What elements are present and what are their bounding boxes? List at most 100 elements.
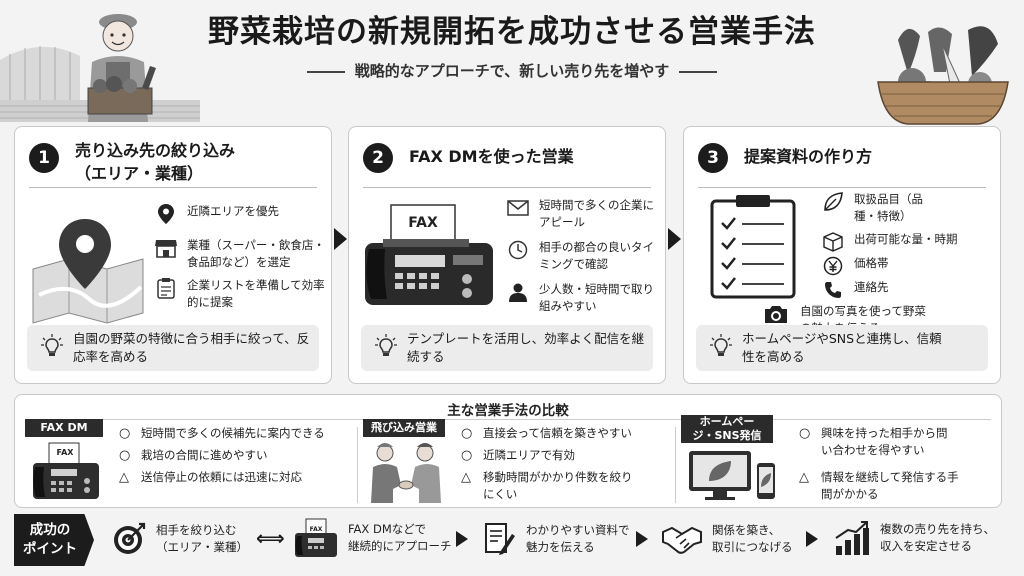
list-item: ○ 短時間で多くの候補先に案内できる [119, 425, 351, 442]
card-target-narrowing: 1 売り込み先の絞り込み （エリア・業種） 近隣エリアを優先 業種（スーパー・飲… [14, 126, 332, 384]
handshake-people-icon [371, 443, 441, 503]
list-item: 取扱品目（品種・特徴） [822, 191, 992, 225]
leafy-green-icon [898, 28, 920, 74]
point-mark: ○ [119, 426, 131, 441]
method-label-fax-dm: FAX DM [25, 419, 103, 437]
list-item: 価格帯 [822, 255, 992, 277]
list-item: ○興味を持った相手から問い合わせを得やすい [799, 425, 995, 459]
farmer-illustration [0, 14, 200, 122]
step-number-1: 1 [29, 143, 59, 173]
list-item: 連絡先 [822, 279, 992, 301]
card-title-line1: 売り込み先の絞り込み [75, 141, 236, 160]
fax-sheet-label: FAX [309, 526, 323, 533]
basket [877, 81, 1009, 125]
leaf-icon [822, 191, 844, 213]
success-step: 相手を絞り込む （エリア・業種） [112, 522, 248, 556]
divider [357, 427, 358, 503]
divider [29, 187, 317, 188]
fax-machine-icon [33, 442, 99, 499]
farmer-face [102, 20, 134, 52]
step-line1: 関係を築き、 [712, 523, 781, 537]
growth-chart-icon [834, 520, 870, 556]
point-text: 栽培の合間に進めやすい [141, 448, 268, 462]
camera-icon [762, 303, 790, 325]
item-text: 少人数・短時間で取り組みやすい [539, 282, 654, 313]
card-title: FAX DMを使った営業 [409, 147, 574, 166]
success-label-line1: 成功の [29, 522, 71, 538]
step-line2: （エリア・業種） [156, 540, 248, 554]
lightbulb-icon [375, 333, 397, 363]
list-item: △情報を継続して発信する手間がかかる [799, 469, 995, 503]
card-fax-dm: 2 FAX DMを使った営業 FAX 短時間で多くの企業にアピール 相手の都合の… [348, 126, 666, 384]
point-mark: △ [799, 470, 809, 485]
step-line1: わかりやすい資料で [526, 523, 630, 537]
yen-icon [822, 255, 844, 277]
method-label-text: ホームページ・SNS発信 [692, 415, 762, 442]
method-label-door-to-door: 飛び込み営業 [363, 419, 445, 437]
box-icon [822, 231, 844, 253]
point-text: 興味を持った相手から問い合わせを得やすい [821, 426, 948, 457]
step-line2: 取引につなげる [712, 540, 793, 554]
point-mark: ○ [119, 448, 131, 463]
success-step: 複数の売り先を持ち、収入を安定させる [834, 520, 995, 556]
phone-icon [822, 279, 844, 301]
target-icon [112, 522, 146, 556]
tip-box: 自園の野菜の特徴に合う相手に絞って、反応率を高める [27, 325, 319, 371]
list-item: 短時間で多くの企業にアピール [507, 197, 657, 231]
fax-machine-icon [365, 204, 493, 305]
handshake-icon [662, 524, 702, 554]
item-text: 連絡先 [854, 280, 889, 294]
item-text: 業種（スーパー・飲食店・食品卸など）を選定 [187, 238, 325, 269]
tip-text: 自園の野菜の特徴に合う相手に絞って、反応率を高める [73, 331, 310, 364]
method-label-web-sns: ホームページ・SNS発信 [681, 415, 773, 443]
divider [363, 187, 651, 188]
success-step: FAX FAX DMなどで継続的にアプローチ [294, 518, 452, 558]
list-item: 企業リストを準備して効率的に提案 [155, 277, 325, 311]
clock-icon [507, 239, 529, 261]
arrow-right-icon [334, 228, 347, 250]
item-text: 価格帯 [854, 256, 889, 270]
step-line2: 収入を安定させる [880, 539, 972, 553]
lightbulb-icon [41, 333, 63, 363]
card-title-line2: （エリア・業種） [75, 164, 204, 183]
store-icon [155, 237, 177, 259]
greenhouse-frame [9, 46, 71, 100]
item-text: 企業リストを準備して効率的に提案 [187, 278, 325, 309]
subtitle-text: 戦略的なアプローチで、新しい売り先を増やす [354, 62, 670, 80]
arrow-right-icon [668, 228, 681, 250]
arrow-right-icon [806, 531, 818, 547]
point-text: 近隣エリアで有効 [483, 448, 575, 462]
monitor-smartphone-icon [689, 451, 775, 500]
page-title: 野菜栽培の新規開拓を成功させる営業手法 [208, 14, 816, 50]
list-item: ○近隣エリアで有効 [461, 447, 675, 464]
step-line1: 複数の売り先を持ち、 [880, 522, 995, 536]
point-mark: ○ [461, 426, 473, 441]
map-pin-icon [155, 203, 177, 225]
arrow-right-icon [636, 531, 648, 547]
item-text: 近隣エリアを優先 [187, 204, 279, 218]
success-step: わかりやすい資料で魅力を伝える [484, 522, 630, 556]
step-line1: FAX DMなどで [348, 522, 427, 536]
card-title: 提案資料の作り方 [744, 147, 873, 166]
success-label-line2: ポイント [23, 541, 77, 557]
fax-sheet-label: FAX [56, 448, 74, 457]
list-item: 近隣エリアを優先 [155, 203, 325, 225]
step-line1: 相手を絞り込む [156, 523, 237, 537]
comparison-title: 主な営業手法の比較 [447, 403, 569, 419]
map-pin-illustration [32, 219, 144, 324]
divider [675, 427, 676, 503]
list-item: 業種（スーパー・飲食店・食品卸など）を選定 [155, 237, 325, 271]
tip-text: テンプレートを活用し、効率よく配信を継続する [407, 331, 645, 364]
tip-box: テンプレートを活用し、効率よく配信を継続する [361, 325, 653, 371]
step-line2: 魅力を伝える [526, 540, 595, 554]
list-item: ○ 栽培の合間に進めやすい [119, 447, 351, 464]
clipboard-list-icon [155, 277, 177, 299]
point-text: 短時間で多くの候補先に案内できる [141, 426, 325, 440]
comparison-section: 主な営業手法の比較 FAX DM FAX ○ 短時間で多くの候補先に案内できる ○… [14, 394, 1002, 508]
point-mark: △ [461, 470, 471, 485]
item-text: 取扱品目（品種・特徴） [854, 192, 923, 223]
list-item: △移動時間がかかり件数を絞りにくい [461, 469, 675, 503]
arrow-right-icon [456, 531, 468, 547]
step-number-2: 2 [363, 143, 393, 173]
item-text: 短時間で多くの企業にアピール [539, 198, 654, 229]
